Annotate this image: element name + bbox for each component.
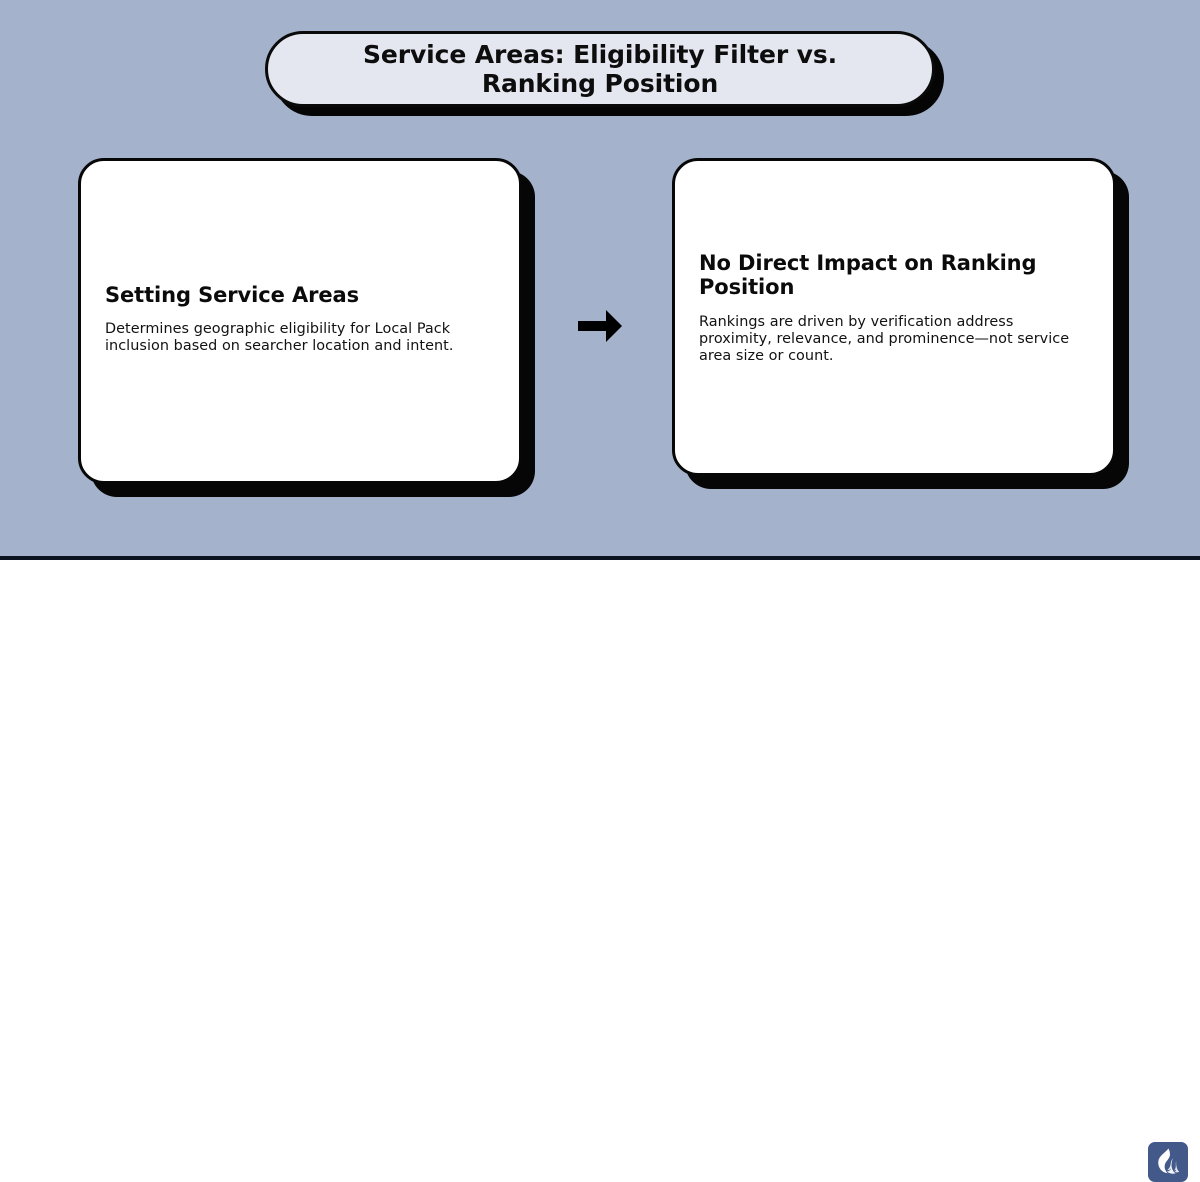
flame-logo-icon	[1148, 1142, 1188, 1182]
infographic-stage: Service Areas: Eligibility Filter vs. Ra…	[0, 0, 1200, 560]
arrow-right-icon	[575, 303, 625, 349]
card-content: Setting Service Areas Determines geograp…	[105, 283, 495, 355]
card-body-text: Determines geographic eligibility for Lo…	[105, 321, 454, 355]
page-title-pill: Service Areas: Eligibility Filter vs. Ra…	[265, 31, 935, 107]
card-content: No Direct Impact on Ranking Position Ran…	[699, 251, 1089, 365]
card-body-text: Rankings are driven by verification addr…	[699, 313, 1070, 364]
footer-bar	[0, 564, 1200, 1182]
card-no-direct-impact-on-ranking-position: No Direct Impact on Ranking Position Ran…	[672, 158, 1116, 476]
page-title: Service Areas: Eligibility Filter vs. Ra…	[362, 40, 838, 98]
card-setting-service-areas: Setting Service Areas Determines geograp…	[78, 158, 522, 484]
card-heading: No Direct Impact on Ranking Position	[699, 251, 1037, 300]
card-heading: Setting Service Areas	[105, 282, 359, 307]
